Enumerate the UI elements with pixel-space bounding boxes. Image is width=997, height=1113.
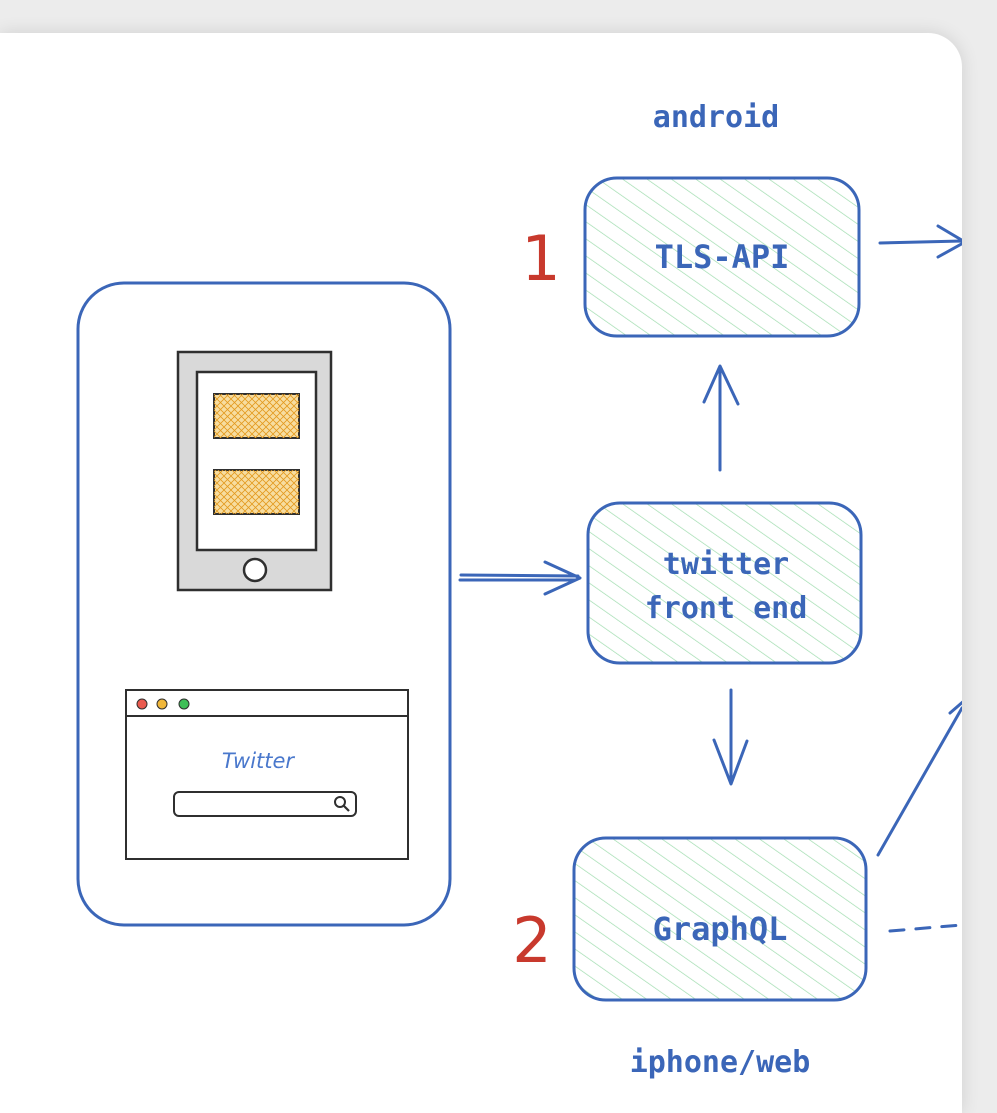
browser-site-title: Twitter bbox=[222, 749, 296, 773]
window-maximize-dot bbox=[178, 698, 190, 710]
front-end-label-line2: front end bbox=[645, 591, 808, 626]
tls-api-label: TLS-API bbox=[655, 238, 790, 276]
twitter-front-end-node: twitter front end bbox=[586, 501, 863, 665]
graphql-node: GraphQL bbox=[572, 836, 868, 1002]
arrow-devices-to-front-end bbox=[458, 560, 582, 596]
arrow-graphql-dashed-outgoing bbox=[888, 923, 962, 933]
arrow-front-end-to-tls-api bbox=[702, 364, 740, 472]
marker-2: 2 bbox=[512, 904, 551, 977]
phone-illustration bbox=[176, 350, 333, 592]
browser-illustration: Twitter bbox=[125, 689, 409, 860]
arrow-tls-api-outgoing bbox=[878, 224, 962, 259]
front-end-label-line1: twitter bbox=[663, 547, 789, 582]
graphql-label: GraphQL bbox=[653, 910, 788, 948]
iphone-web-label: iphone/web bbox=[630, 1045, 811, 1080]
client-devices-container bbox=[76, 281, 452, 927]
tls-api-node: TLS-API bbox=[583, 176, 861, 338]
window-minimize-dot bbox=[156, 698, 168, 710]
arrow-front-end-to-graphql bbox=[712, 688, 749, 786]
search-icon bbox=[334, 796, 350, 812]
arrow-graphql-outgoing bbox=[876, 698, 962, 857]
marker-1: 1 bbox=[521, 222, 560, 295]
phone-home-button bbox=[242, 557, 268, 583]
window-close-dot bbox=[136, 698, 148, 710]
browser-search-field bbox=[173, 791, 357, 817]
android-label: android bbox=[653, 100, 779, 135]
